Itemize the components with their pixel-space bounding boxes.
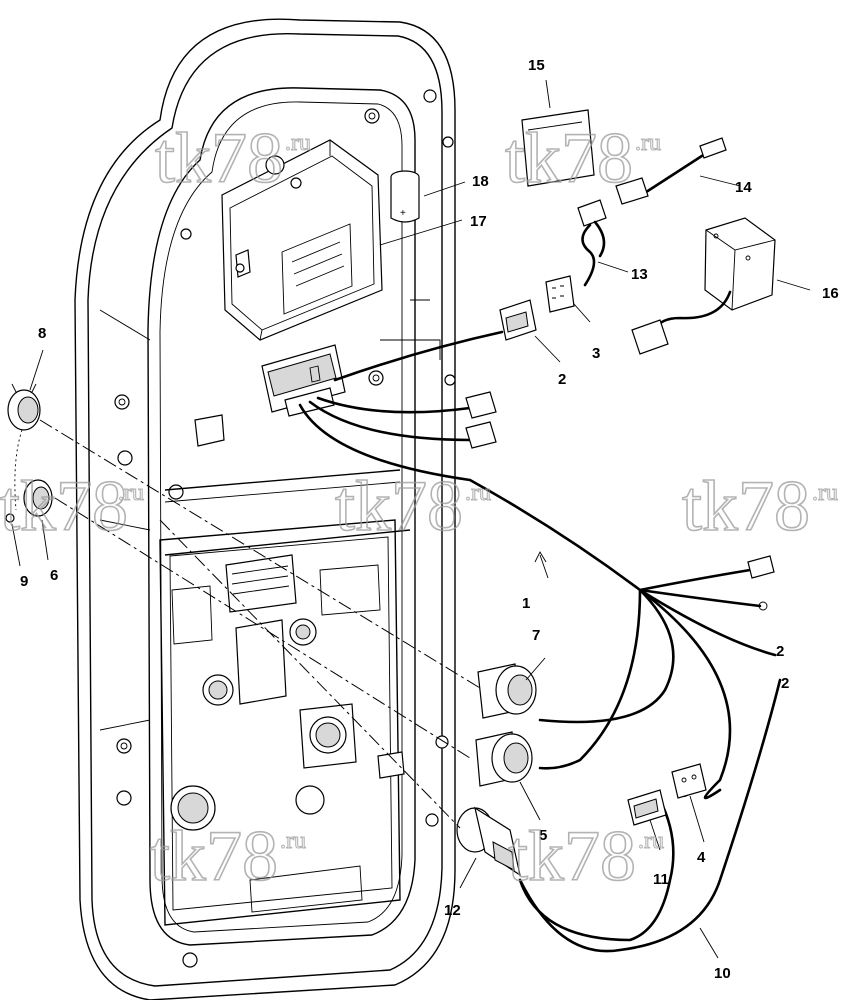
- svg-text:tk78: tk78: [155, 118, 283, 198]
- callout-11: 11: [653, 871, 669, 888]
- cap-8: [7, 383, 41, 431]
- svg-text:tk78: tk78: [150, 816, 278, 896]
- connector-4: [671, 763, 707, 799]
- callout-2-wire-lower: 2: [781, 675, 789, 692]
- door-housing: [74, 18, 456, 1000]
- callout-13: 13: [631, 266, 648, 283]
- svg-text:+: +: [400, 208, 406, 219]
- center-lines: [39, 419, 481, 829]
- watermark-bottom-left: tk78 .ru: [149, 815, 306, 897]
- callout-3: 3: [592, 345, 600, 362]
- svg-text:tk78: tk78: [508, 816, 636, 896]
- svg-text:tk78: tk78: [0, 466, 128, 546]
- svg-text:tk78: tk78: [335, 466, 463, 546]
- callout-14: 14: [735, 179, 752, 196]
- screw-9: [5, 513, 15, 523]
- watermark-top-right: tk78 .ru: [504, 117, 661, 199]
- harness-main-connector: [261, 344, 346, 417]
- svg-text:.ru: .ru: [280, 828, 306, 854]
- callout-10: 10: [714, 965, 731, 982]
- battery-18: +: [390, 170, 420, 223]
- callout-4: 4: [697, 849, 706, 866]
- svg-text:.ru: .ru: [638, 828, 664, 854]
- leader-lines: [11, 79, 811, 959]
- callout-16: 16: [822, 285, 839, 302]
- jumper-13: [577, 199, 607, 287]
- connector-2: [499, 299, 537, 341]
- harness-1: [298, 330, 782, 953]
- svg-text:tk78: tk78: [682, 466, 810, 546]
- callout-6: 6: [50, 567, 58, 584]
- module-box-17: [221, 139, 383, 341]
- svg-text:.ru: .ru: [812, 480, 838, 506]
- callout-1: 1: [522, 595, 530, 612]
- cap-chain: [14, 429, 23, 511]
- callout-labels: 1 2 2 2 3 4 5 6 7 8 9 10 11 12 13 14 15 …: [20, 57, 839, 982]
- watermark-mid-center: tk78 .ru: [334, 465, 491, 547]
- callout-8: 8: [38, 325, 46, 342]
- svg-text:.ru: .ru: [118, 480, 144, 506]
- callout-9: 9: [20, 573, 28, 590]
- watermark-mid-left: tk78 .ru: [0, 465, 145, 547]
- connector-11: [627, 789, 667, 826]
- connector-3: [545, 275, 575, 313]
- connector-5: [475, 731, 533, 787]
- svg-text:.ru: .ru: [465, 480, 491, 506]
- callout-2-wire-upper: 2: [776, 643, 784, 660]
- callout-17: 17: [470, 213, 487, 230]
- svg-text:.ru: .ru: [285, 130, 311, 156]
- switch-12: [456, 806, 521, 877]
- callout-12: 12: [444, 902, 461, 919]
- watermark-mid-right: tk78 .ru: [681, 465, 838, 547]
- connector-7: [477, 663, 537, 719]
- callout-18: 18: [472, 173, 489, 190]
- controller-board: [159, 519, 405, 926]
- callout-2-connector: 2: [558, 371, 566, 388]
- label-15: [521, 109, 595, 187]
- callout-7: 7: [532, 627, 540, 644]
- callout-5: 5: [539, 827, 547, 844]
- sensor-14: [615, 137, 727, 205]
- cap-6: [23, 479, 53, 517]
- watermarks: tk78 .ru tk78 .ru tk78 .ru tk78 .ru tk78…: [0, 117, 839, 897]
- module-16: [631, 217, 776, 355]
- callout-15: 15: [528, 57, 545, 74]
- svg-text:tk78: tk78: [505, 118, 633, 198]
- svg-text:.ru: .ru: [635, 130, 661, 156]
- watermark-top-left: tk78 .ru: [154, 117, 311, 199]
- watermark-bottom-center: tk78 .ru: [507, 815, 664, 897]
